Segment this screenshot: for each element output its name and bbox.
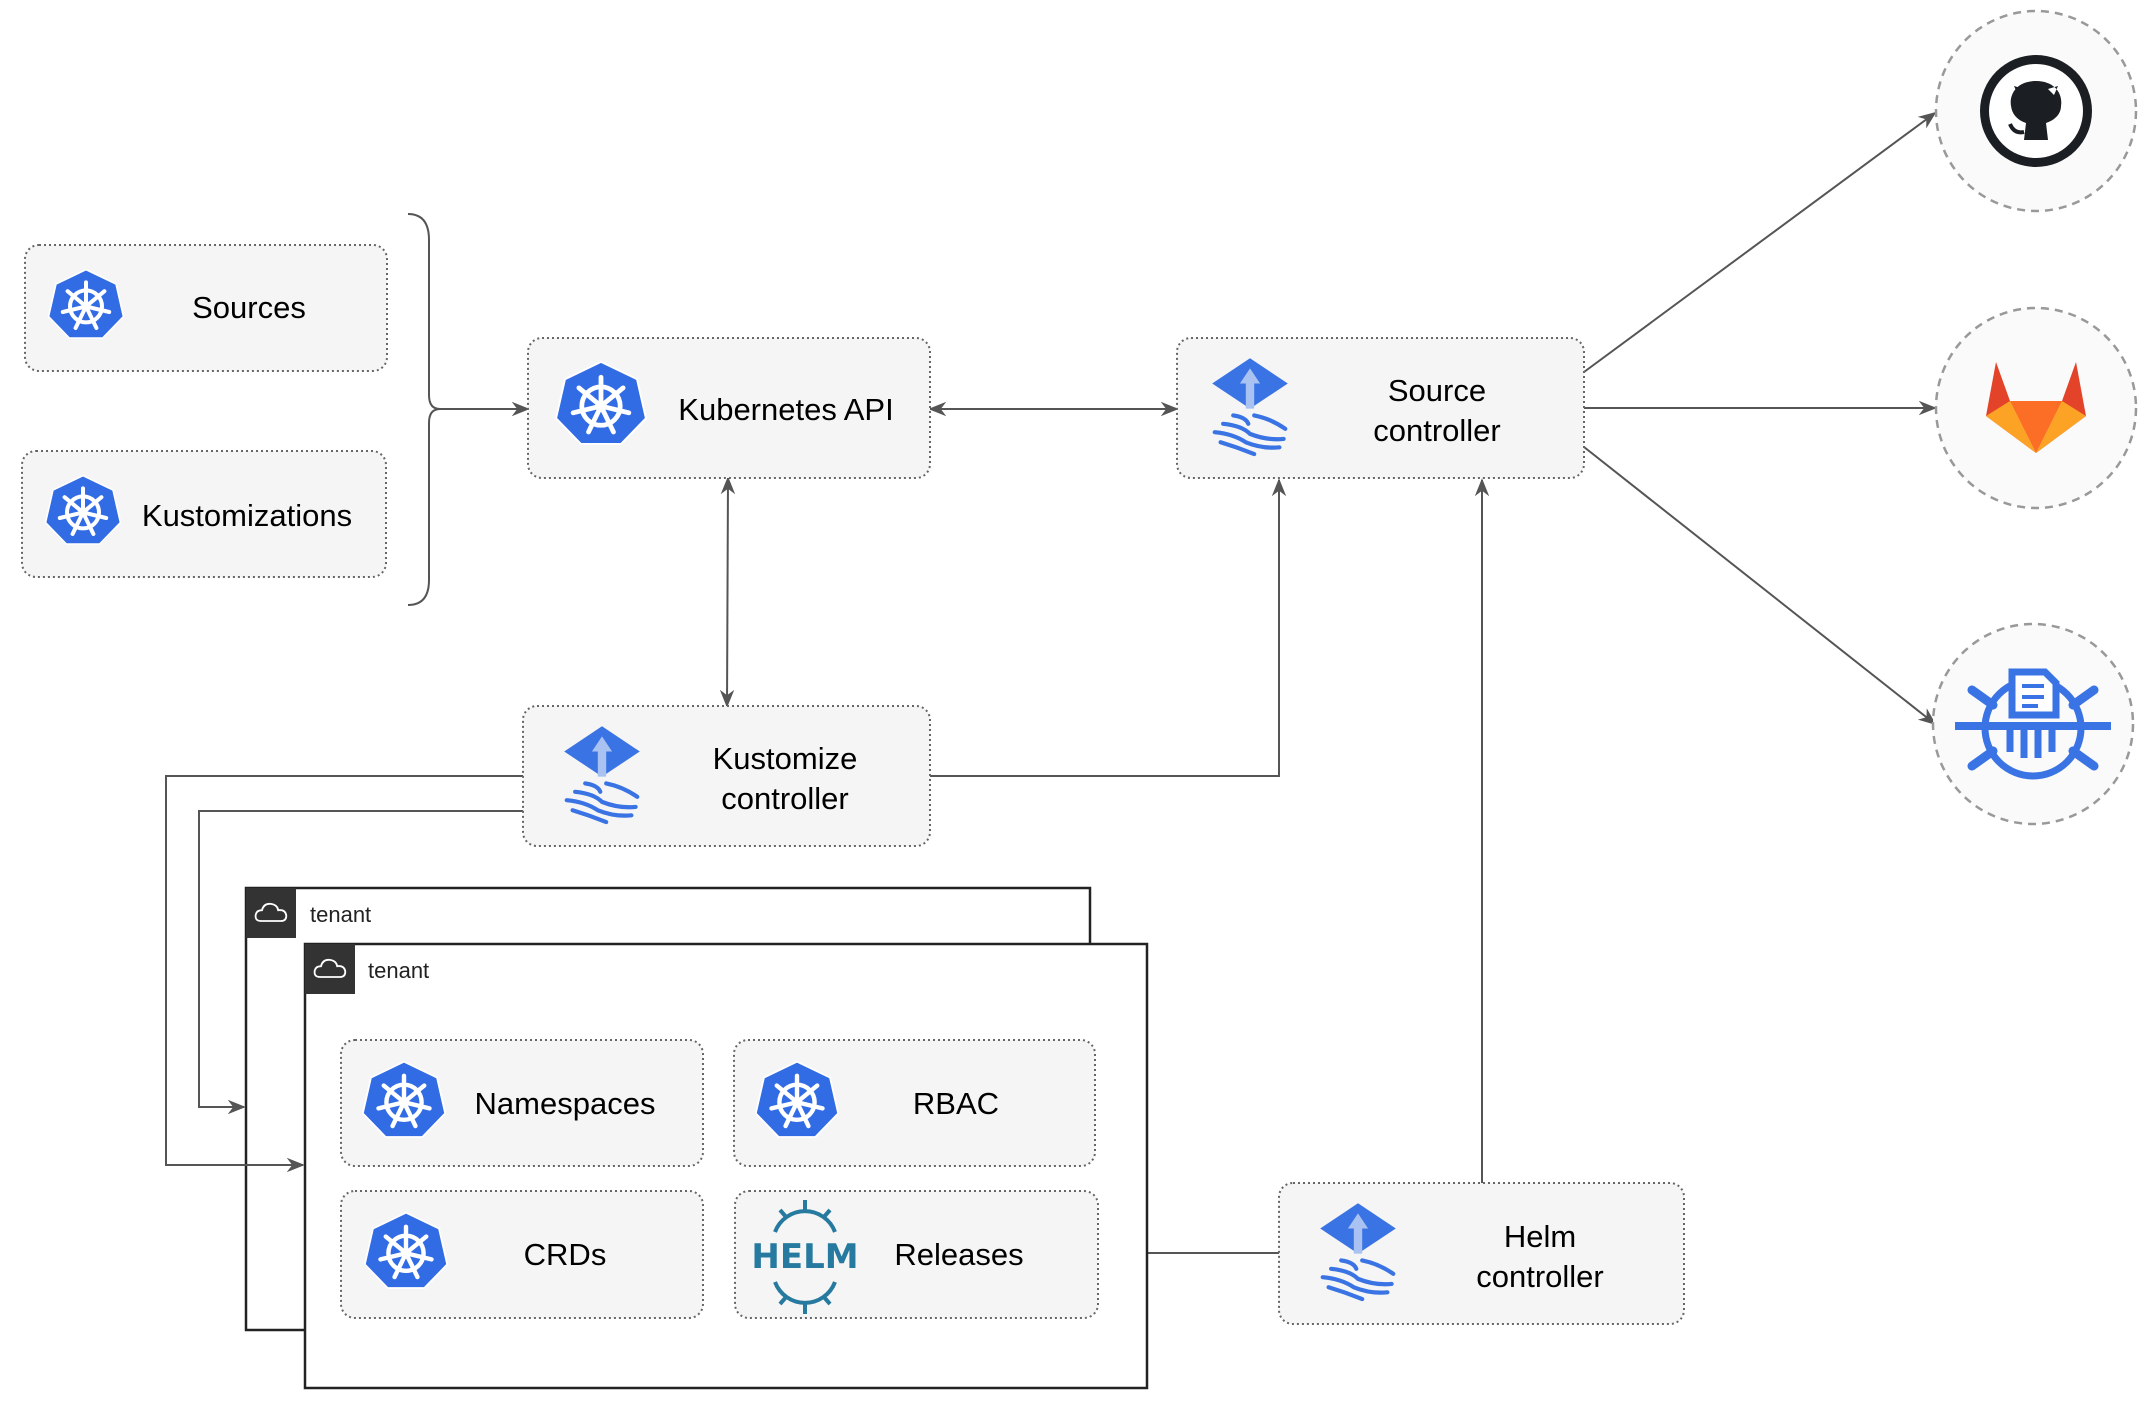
node-label: controller (1476, 1259, 1604, 1294)
node-sources[interactable]: Sources (24, 244, 388, 372)
node-label: CRDs (524, 1237, 607, 1272)
external-github[interactable] (1934, 9, 2138, 213)
node-label: controller (1373, 413, 1501, 448)
tenant-label: tenant (368, 958, 429, 983)
edges (407, 111, 1937, 1261)
gitlab-icon (1986, 362, 2086, 453)
svg-text:HELM: HELM (751, 1237, 858, 1277)
node-label: Source (1388, 373, 1486, 408)
edge-kustomize-to-source (930, 478, 1287, 777)
node-namespaces[interactable]: Namespaces (340, 1039, 704, 1167)
node-source-controller[interactable]: Source controller (1176, 337, 1585, 479)
node-label: Releases (894, 1237, 1023, 1272)
tenant-header (305, 944, 355, 994)
edge-kustomize-to-tenant-back (198, 810, 523, 1115)
node-label: controller (721, 781, 849, 816)
node-kubernetes-api[interactable]: Kubernetes API (527, 337, 931, 479)
edge-api-kustomize (719, 476, 736, 708)
edge-kustomize-to-tenant-front (165, 775, 523, 1173)
node-label: Kustomize (713, 741, 858, 776)
node-label: Namespaces (475, 1086, 656, 1121)
node-rbac[interactable]: RBAC (733, 1039, 1096, 1167)
external-bucket[interactable] (1931, 622, 2135, 826)
tenant-header (246, 888, 296, 938)
external-gitlab[interactable] (1934, 306, 2138, 510)
node-crds[interactable]: CRDs (340, 1190, 704, 1319)
node-label: Kustomizations (142, 498, 352, 533)
helm-icon: HELM (751, 1200, 859, 1314)
node-releases[interactable]: HELM Releases (734, 1190, 1099, 1319)
node-label: Helm (1504, 1219, 1576, 1254)
node-label: Sources (192, 290, 306, 325)
node-kustomize-controller[interactable]: Kustomize controller (522, 705, 931, 847)
edge-source-to-github (1583, 111, 1937, 373)
grouping-brace (407, 213, 441, 606)
bucket-icon (1955, 668, 2111, 780)
node-kustomizations[interactable]: Kustomizations (21, 450, 387, 578)
node-helm-controller[interactable]: Helm controller (1278, 1182, 1685, 1325)
node-label: RBAC (913, 1086, 999, 1121)
github-icon (1980, 55, 2092, 167)
tenant-label: tenant (310, 902, 371, 927)
edge-source-to-bucket (1583, 446, 1937, 726)
node-label: Kubernetes API (678, 392, 893, 427)
